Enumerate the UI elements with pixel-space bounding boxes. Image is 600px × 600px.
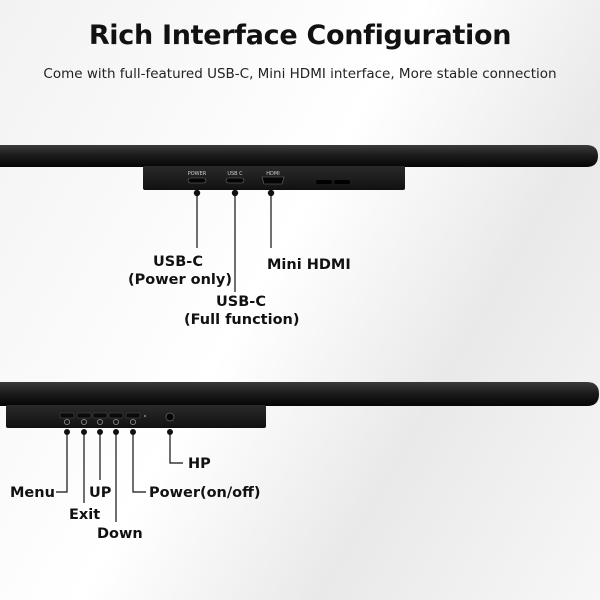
port-label-hdmi: HDMI (266, 171, 279, 177)
callout-usbc-full-line2: (Full function) (184, 312, 300, 328)
up-button (92, 412, 108, 425)
full-usbc-port (225, 177, 245, 184)
headphone-jack (165, 412, 175, 422)
down-button (108, 412, 124, 425)
callout-usbc-full: USB-C (Full function) (184, 293, 300, 329)
callout-menu: Menu (10, 485, 55, 501)
callout-power: Power(on/off) (149, 485, 261, 501)
bottom-monitor-edge (0, 382, 599, 406)
mini-hdmi-port (261, 176, 285, 185)
callout-usbc-power-line1: USB-C (153, 254, 203, 270)
callout-usbc-full-line1: USB-C (216, 294, 266, 310)
port-label-power: POWER (188, 171, 207, 177)
page-subtitle: Come with full-featured USB-C, Mini HDMI… (43, 66, 557, 82)
callout-down: Down (97, 526, 143, 542)
callout-usbc-power-line2: (Power only) (128, 272, 232, 288)
callout-mini-hdmi: Mini HDMI (267, 257, 351, 273)
callout-usbc-power: USB-C (Power only) (128, 253, 232, 289)
callout-exit: Exit (69, 507, 101, 523)
power-usbc-port (187, 177, 207, 184)
speaker-grille (316, 180, 350, 184)
top-monitor-edge (0, 145, 598, 167)
callout-hp: HP (188, 456, 211, 472)
page-title: Rich Interface Configuration (88, 20, 512, 51)
top-callout-lines (193, 189, 275, 292)
callout-up: UP (89, 485, 112, 501)
power-button (125, 412, 146, 425)
exit-button (76, 412, 92, 425)
port-label-usbc: USB C (227, 171, 243, 177)
bottom-callout-lines (56, 429, 183, 522)
menu-button (59, 412, 75, 425)
